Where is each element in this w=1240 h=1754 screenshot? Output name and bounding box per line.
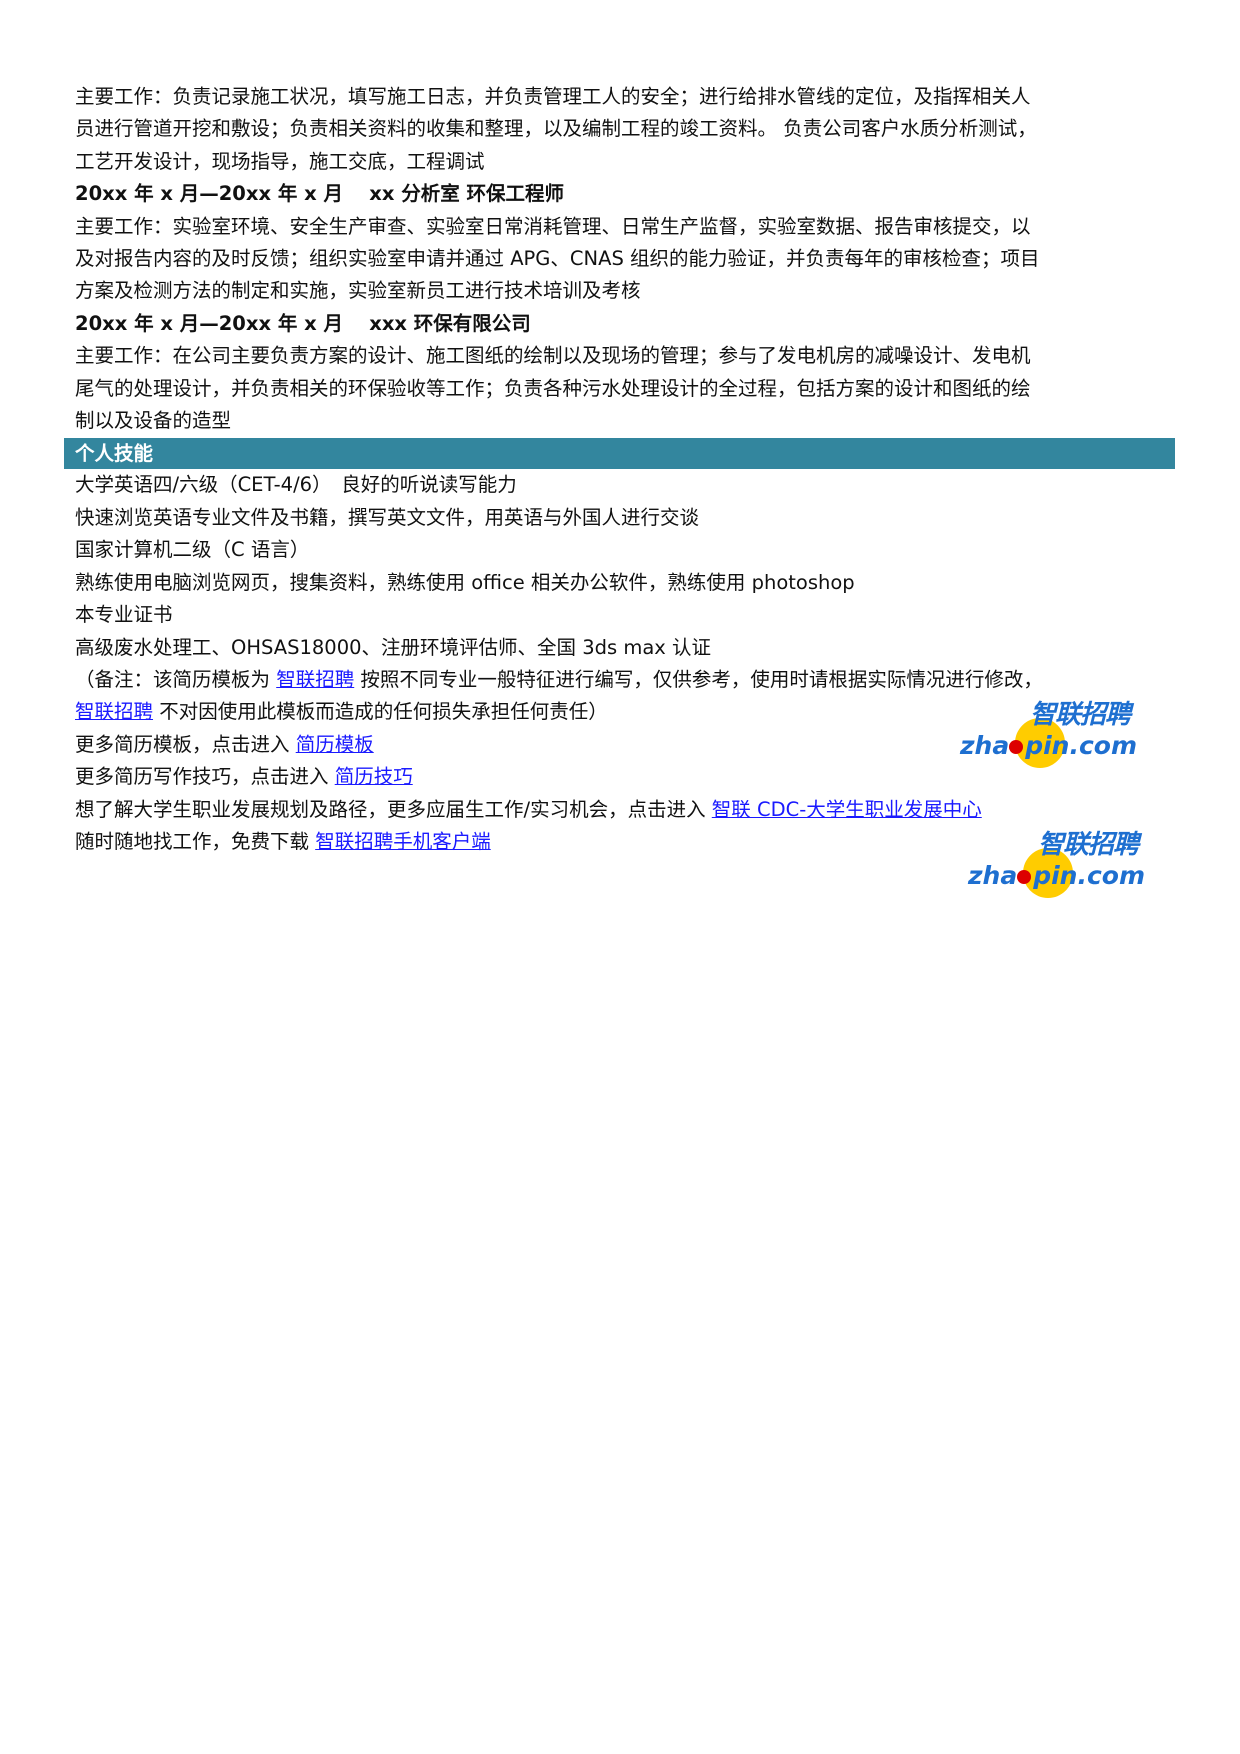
skill-item: 熟练使用电脑浏览网页，搜集资料，熟练使用 office 相关办公软件，熟练使用 … <box>75 570 855 594</box>
skill-item: 快速浏览英语专业文件及书籍，撰写英文文件，用英语与外国人进行交谈 <box>75 505 700 529</box>
job-heading: 20xx 年 x 月—20xx 年 x 月 xxx 环保有限公司 <box>75 311 531 335</box>
note-prefix: （备注：该简历模板为 <box>75 667 277 691</box>
logo-dot-icon <box>1009 740 1023 754</box>
work-description: 及对报告内容的及时反馈；组织实验室申请并通过 APG、CNAS 组织的能力验证，… <box>75 247 1040 271</box>
skill-item: 本专业证书 <box>75 603 173 627</box>
logo-sun-icon <box>1023 848 1073 898</box>
more-line: 更多简历写作技巧，点击进入 简历技巧 <box>75 761 1175 793</box>
zhaopin-link[interactable]: 智联招聘 <box>75 700 154 724</box>
logo-sun-icon <box>1015 718 1065 768</box>
more-line: 想了解大学生职业发展规划及路径，更多应届生工作/实习机会，点击进入 智联 CDC… <box>75 794 1175 826</box>
more-text: 随时随地找工作，免费下载 <box>75 829 316 853</box>
section-header-skills: 个人技能 <box>64 438 1175 470</box>
logo-cn-text: 智联招聘 <box>1030 700 1131 730</box>
note-line: 智联招聘 不对因使用此模板而造成的任何损失承担任何责任） <box>75 696 1175 728</box>
work-description: 工艺开发设计，现场指导，施工交底，工程调试 <box>75 149 485 173</box>
more-line: 更多简历模板，点击进入 简历模板 <box>75 729 1175 761</box>
job-heading: 20xx 年 x 月—20xx 年 x 月 xx 分析室 环保工程师 <box>75 182 564 206</box>
work-description: 主要工作：实验室环境、安全生产审查、实验室日常消耗管理、日常生产监督，实验室数据… <box>75 214 1031 238</box>
skill-item: 大学英语四/六级（CET-4/6） 良好的听说读写能力 <box>75 473 517 497</box>
more-text: 想了解大学生职业发展规划及路径，更多应届生工作/实习机会，点击进入 <box>75 797 712 821</box>
resume-tips-link[interactable]: 简历技巧 <box>334 765 413 789</box>
work-description: 主要工作：在公司主要负责方案的设计、施工图纸的绘制以及现场的管理；参与了发电机房… <box>75 344 1031 368</box>
mobile-app-link[interactable]: 智联招聘手机客户端 <box>315 829 491 853</box>
resume-template-link[interactable]: 简历模板 <box>295 732 374 756</box>
work-description: 尾气的处理设计，并负责相关的环保验收等工作；负责各种污水处理设计的全过程，包括方… <box>75 376 1031 400</box>
work-description: 制以及设备的造型 <box>75 409 232 433</box>
cdc-link[interactable]: 智联 CDC-大学生职业发展中心 <box>711 797 982 821</box>
more-line: 随时随地找工作，免费下载 智联招聘手机客户端 <box>75 826 1175 858</box>
note-middle: 按照不同专业一般特征进行编写，仅供参考，使用时请根据实际情况进行修改， <box>354 667 1043 691</box>
more-text: 更多简历写作技巧，点击进入 <box>75 765 335 789</box>
work-description: 员进行管道开挖和敷设；负责相关资料的收集和整理，以及编制工程的竣工资料。 负责公… <box>75 117 1037 141</box>
logo-dot-icon <box>1017 870 1031 884</box>
zhaopin-link[interactable]: 智联招聘 <box>276 667 355 691</box>
more-text: 更多简历模板，点击进入 <box>75 732 296 756</box>
logo-cn-text: 智联招聘 <box>1038 830 1139 860</box>
work-description: 方案及检测方法的制定和实施，实验室新员工进行技术培训及考核 <box>75 279 641 303</box>
work-description: 主要工作：负责记录施工状况，填写施工日志，并负责管理工人的安全；进行给排水管线的… <box>75 85 1031 108</box>
note-suffix: 不对因使用此模板而造成的任何损失承担任何责任） <box>153 700 608 724</box>
skill-item: 国家计算机二级（C 语言） <box>75 538 310 562</box>
skill-item: 高级废水处理工、OHSAS18000、注册环境评估师、全国 3ds max 认证 <box>75 635 712 659</box>
resume-content: 主要工作：负责记录施工状况，填写施工日志，并负责管理工人的安全；进行给排水管线的… <box>64 81 1175 858</box>
note-line: （备注：该简历模板为 智联招聘 按照不同专业一般特征进行编写，仅供参考，使用时请… <box>75 664 1175 696</box>
